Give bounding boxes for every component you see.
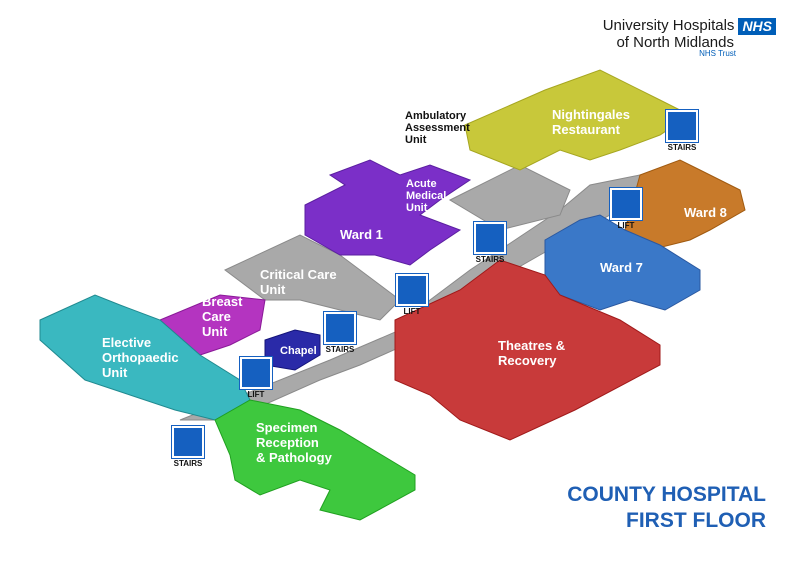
theatres-label-line2: Recovery	[498, 353, 557, 368]
stairs-caption: STAIRS	[173, 459, 203, 468]
elective-label-line3: Unit	[102, 365, 128, 380]
lift-caption: LIFT	[247, 390, 265, 399]
elective-label-line1: Elective	[102, 335, 152, 350]
specimen-label: Specimen Reception & Pathology	[256, 420, 332, 465]
stairs-caption: STAIRS	[475, 255, 505, 264]
acute-medical-label: Acute Medical Unit	[406, 178, 446, 214]
lift-icon-theatres: LIFT	[395, 273, 429, 316]
ward-1-area	[304, 159, 472, 266]
stairs-icon	[171, 425, 205, 459]
critical-care-label: Critical Care Unit	[260, 267, 337, 297]
nightingales-label-line2: Restaurant	[552, 122, 620, 137]
nhs-badge: NHS	[738, 18, 776, 35]
stairs-caption: STAIRS	[325, 345, 355, 354]
lift-icon-elective: LIFT	[239, 356, 273, 399]
breast-care-label: Breast Care Unit	[202, 294, 242, 339]
specimen-label-line1: Specimen	[256, 420, 318, 435]
lift-icon	[609, 187, 643, 221]
title-line2: FIRST FLOOR	[626, 509, 766, 532]
lift-icon	[239, 356, 273, 390]
lift-caption: LIFT	[617, 221, 635, 230]
stairs-caption: STAIRS	[667, 143, 697, 152]
title-line1: COUNTY HOSPITAL	[567, 483, 766, 506]
elective-orthopaedic-label: Elective Orthopaedic Unit	[102, 335, 179, 380]
ambulatory-label-line2: Assessment	[405, 122, 470, 134]
theatres-label-line1: Theatres &	[498, 338, 566, 353]
acute-label-line3: Unit	[406, 202, 428, 214]
critical-label-line1: Critical Care	[260, 267, 337, 282]
logo-trust: NHS Trust	[699, 49, 736, 59]
corridor-area	[179, 164, 651, 421]
stairs-icon-specimen: STAIRS	[171, 425, 205, 468]
stairs-icon-critical: STAIRS	[323, 311, 357, 354]
nightingales-label-line1: Nightingales	[552, 107, 631, 122]
breast-label-line2: Care	[202, 309, 231, 324]
breast-label-line3: Unit	[202, 324, 228, 339]
logo-line1: University Hospitals	[602, 17, 735, 34]
ward-7-label: Ward 7	[600, 260, 643, 275]
ambulatory-label: Ambulatory Assessment Unit	[405, 110, 470, 146]
theatres-label: Theatres & Recovery	[498, 338, 565, 368]
ambulatory-label-line3: Unit	[405, 134, 427, 146]
nightingales-label: Nightingales Restaurant	[552, 107, 630, 137]
breast-label-line1: Breast	[202, 294, 243, 309]
stairs-icon	[473, 221, 507, 255]
ward-8-label: Ward 8	[684, 205, 727, 220]
chapel-label: Chapel	[280, 345, 317, 357]
lift-icon-ward8: LIFT	[609, 187, 643, 230]
acute-label-line1: Acute	[406, 178, 437, 190]
lift-caption: LIFT	[403, 307, 421, 316]
acute-label-line2: Medical	[406, 190, 447, 202]
specimen-reception-area	[214, 399, 416, 521]
elective-label-line2: Orthopaedic	[102, 350, 179, 365]
ward-1-label: Ward 1	[340, 227, 383, 242]
critical-label-line2: Unit	[260, 282, 286, 297]
stairs-icon	[323, 311, 357, 345]
stairs-icon-nightingales: STAIRS	[665, 109, 699, 152]
nightingales-restaurant-area	[464, 69, 691, 171]
lift-icon	[395, 273, 429, 307]
stairs-icon-ward1: STAIRS	[473, 221, 507, 264]
logo-line2: of North Midlands	[616, 33, 734, 51]
theatres-recovery-area	[394, 259, 661, 441]
specimen-label-line3: & Pathology	[256, 450, 332, 465]
specimen-label-line2: Reception	[256, 435, 319, 450]
stairs-icon	[665, 109, 699, 143]
map-title: COUNTY HOSPITAL FIRST FLOOR	[567, 482, 766, 534]
ambulatory-label-line1: Ambulatory	[405, 110, 467, 122]
